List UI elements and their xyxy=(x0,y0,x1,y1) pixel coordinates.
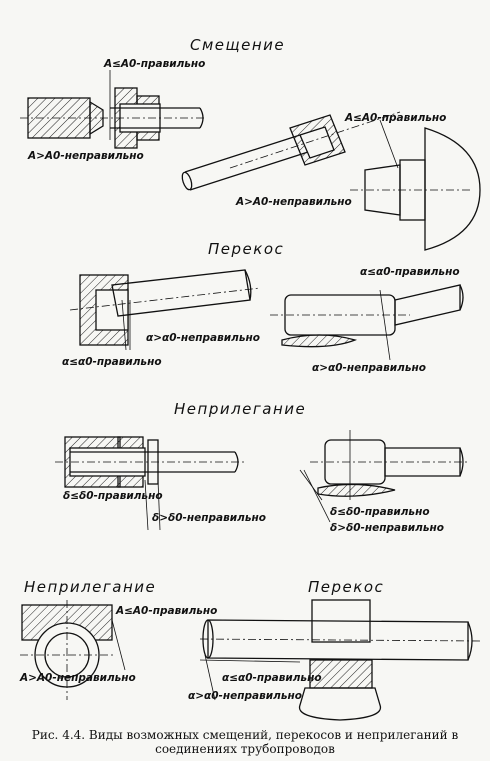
label-offset-left-correct: A≤A0-правильно xyxy=(104,58,206,70)
label-clamp-correct: A≤A0-правильно xyxy=(116,605,218,617)
title-skew-top: Перекос xyxy=(208,240,285,258)
skew-clamp-bottom xyxy=(199,599,481,721)
label-skew-right-wrong: α>α0-неправильно xyxy=(312,362,426,374)
skew-fitting-right xyxy=(270,284,464,361)
gap-fitting-right xyxy=(299,430,470,523)
offset-fitting-right xyxy=(181,111,481,251)
label-skew-left-correct: α≤α0-правильно xyxy=(62,356,162,368)
caption-line-1: Рис. 4.4. Виды возможных смещений, перек… xyxy=(31,728,459,742)
label-offset-left-wrong: A>A0-неправильно xyxy=(28,150,144,162)
label-offset-right-correct: A≤A0-правильно xyxy=(345,112,447,124)
label-skew-right-correct: α≤α0-правильно xyxy=(360,266,460,278)
offset-fitting-left xyxy=(20,70,205,149)
label-gap-left-correct: δ≤δ0-правильно xyxy=(63,490,163,502)
label-gap-right-correct: δ≤δ0-правильно xyxy=(330,506,430,518)
title-offset: Смещение xyxy=(190,36,286,54)
gap-clamp-bottom xyxy=(20,600,126,700)
title-gap-mid: Неприлегание xyxy=(174,400,307,418)
gap-fitting-left xyxy=(55,436,245,531)
figure-caption: Рис. 4.4. Виды возможных смещений, перек… xyxy=(0,728,490,756)
title-gap-bottom: Неприлегание xyxy=(24,578,157,596)
label-clamp-wrong: A>A0-неправильно xyxy=(20,672,136,684)
label-clamp-skew-correct: α≤α0-правильно xyxy=(222,672,322,684)
label-gap-left-wrong: δ>δ0-неправильно xyxy=(152,512,266,524)
skew-fitting-left xyxy=(69,269,261,351)
label-clamp-skew-wrong: α>α0-неправильно xyxy=(188,690,302,702)
label-offset-right-wrong: A>A0-неправильно xyxy=(236,196,352,208)
caption-line-2: соединениях трубопроводов xyxy=(155,742,335,756)
label-skew-left-wrong: α>α0-неправильно xyxy=(146,332,260,344)
title-skew-bottom: Перекос xyxy=(308,578,385,596)
label-gap-right-wrong: δ>δ0-неправильно xyxy=(330,522,444,534)
